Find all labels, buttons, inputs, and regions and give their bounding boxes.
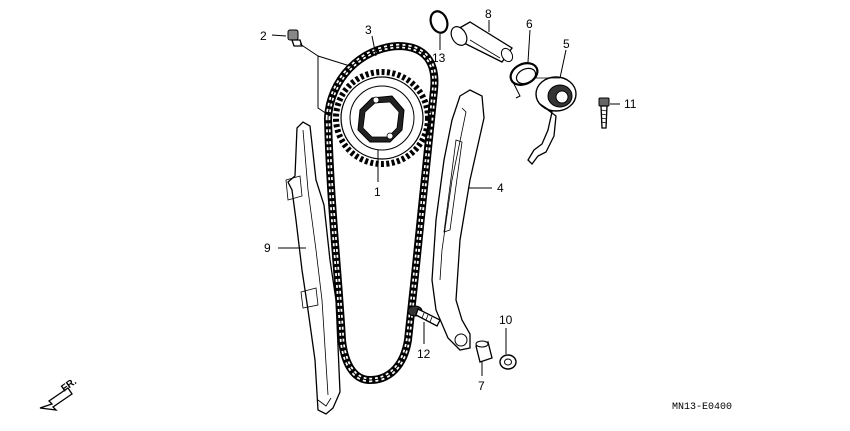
callout-5: 5 — [563, 37, 570, 51]
arrow-down-left-icon — [39, 387, 73, 411]
front-direction-indicator: FR. — [39, 376, 79, 411]
callout-6: 6 — [526, 17, 533, 31]
callout-12: 12 — [417, 347, 431, 361]
part-code: MN13-E0400 — [672, 402, 732, 413]
part-8-pivot-shaft — [450, 21, 514, 63]
callout-7: 7 — [478, 379, 485, 393]
callout-3: 3 — [365, 23, 372, 37]
part-3-cam-chain — [323, 41, 439, 385]
leader-lines — [271, 20, 620, 376]
part-7-collar — [475, 340, 493, 363]
part-5-tensioner-arm — [527, 76, 577, 165]
callout-8: 8 — [485, 7, 492, 21]
callout-2: 2 — [260, 29, 267, 43]
part-10-washer — [499, 354, 517, 370]
part-12-bolt — [407, 305, 441, 327]
callout-4: 4 — [497, 181, 504, 195]
callout-10: 10 — [499, 313, 513, 327]
part-4-tensioner-slipper — [431, 89, 485, 351]
callouts: 2 3 1 4 5 6 8 13 11 9 12 7 10 — [260, 7, 637, 393]
callout-9: 9 — [264, 241, 271, 255]
part-1-cam-sprocket — [333, 69, 431, 167]
part-2-bolt — [287, 29, 303, 47]
callout-11: 11 — [624, 97, 637, 111]
part-11-bolt — [598, 97, 610, 129]
callout-13: 13 — [432, 51, 446, 65]
part-6-tensioner-spring — [509, 62, 539, 99]
part-13-circlip — [429, 10, 449, 34]
callout-1: 1 — [374, 185, 381, 199]
part-9-chain-guide — [285, 121, 341, 415]
